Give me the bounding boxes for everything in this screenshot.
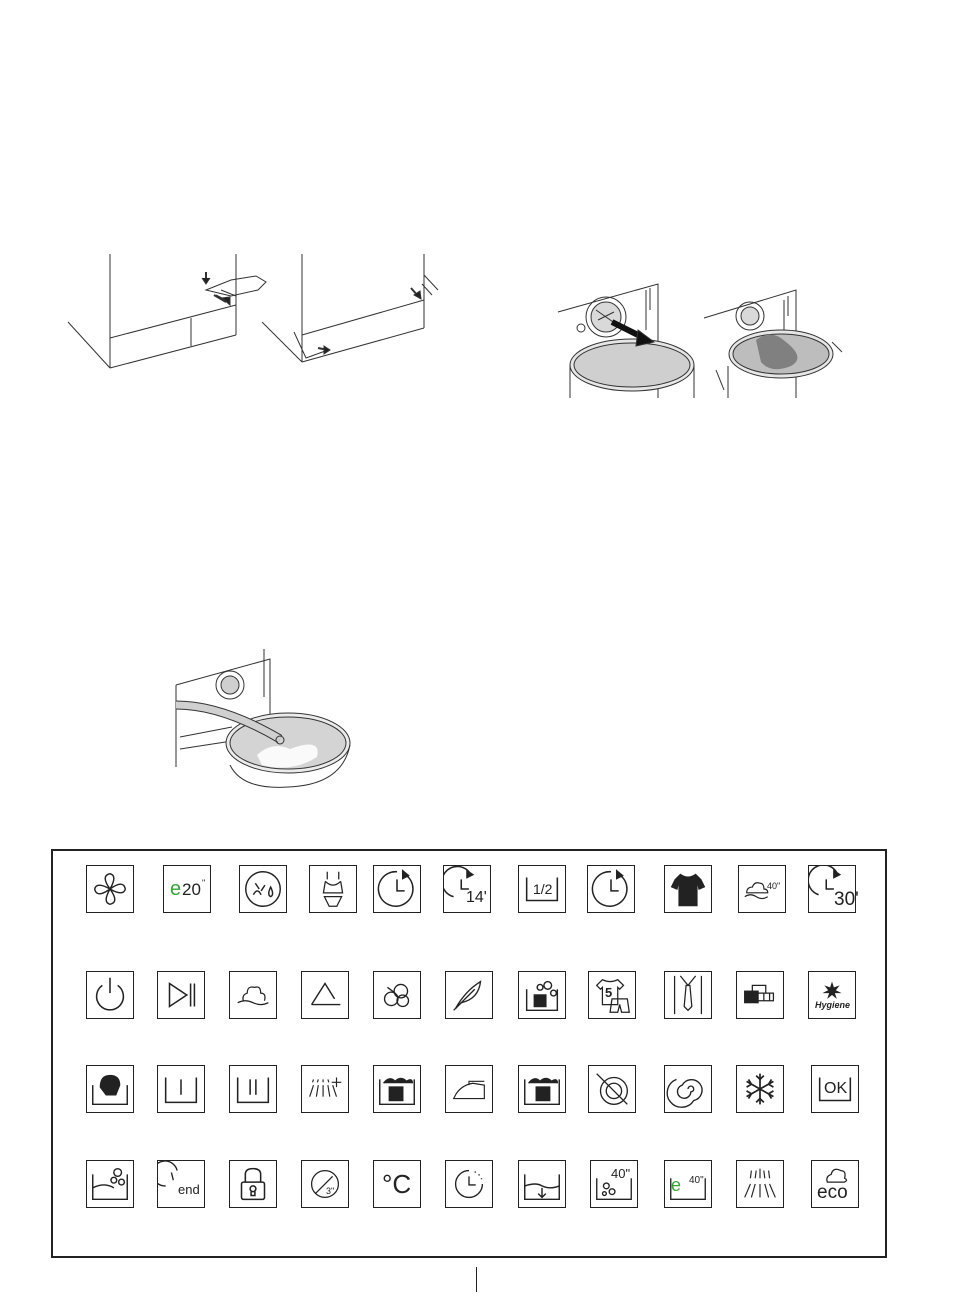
mix-40-icon: 40" (590, 1160, 638, 1208)
tshirt-icon (664, 865, 712, 913)
clock-icon (587, 865, 635, 913)
rinse-3-icon: 3" (301, 1160, 349, 1208)
curtain-icon (736, 971, 784, 1019)
play-pause-icon (157, 971, 205, 1019)
darks-wash-icon (518, 1065, 566, 1113)
eco-cloud-icon: eco (811, 1160, 859, 1208)
spin-icon (664, 1065, 712, 1113)
eco-20-icon: e 20 " (163, 865, 211, 913)
ok-icon: OK (811, 1065, 859, 1113)
delay-timer-icon (445, 1160, 493, 1208)
temperature-icon: °C (373, 1160, 421, 1208)
page-footer-divider (476, 1267, 477, 1292)
lock-icon (229, 1160, 277, 1208)
lingerie-icon (309, 865, 357, 913)
extra-rinse-icon (301, 1065, 349, 1113)
cloud-40-icon: 40" (738, 865, 786, 913)
drain-hose-illustration (172, 645, 362, 795)
steam-icon (229, 971, 277, 1019)
timer-icon (373, 865, 421, 913)
symbol-legend-panel: e 20 " 14' 1/2 (51, 849, 887, 1258)
no-spin-icon (588, 1065, 636, 1113)
prewash-1-icon (157, 1065, 205, 1113)
prewash-2-icon (229, 1065, 277, 1113)
hygiene-icon: Hygiene (808, 971, 856, 1019)
mixed-wash-icon (373, 1065, 421, 1113)
filter-cover-illustration (66, 250, 446, 375)
iron-icon (445, 1065, 493, 1113)
fan-icon (86, 865, 134, 913)
rinse-spray-icon (736, 1160, 784, 1208)
shirt-tie-icon (664, 971, 712, 1019)
snowflake-icon (736, 1065, 784, 1113)
eco-40-icon: e 40" (664, 1160, 712, 1208)
pump-filter-illustration (556, 270, 846, 400)
timer-30-icon: 30' (808, 865, 856, 913)
power-icon (86, 971, 134, 1019)
timer-14-icon: 14' (443, 865, 491, 913)
cotton-icon (373, 971, 421, 1019)
soak-icon (86, 1160, 134, 1208)
shower-icon (301, 971, 349, 1019)
sports-wear-icon: 5 (588, 971, 636, 1019)
drain-icon (518, 1160, 566, 1208)
spin-drops-icon (239, 865, 287, 913)
feather-icon (445, 971, 493, 1019)
hand-wash-icon (86, 1065, 134, 1113)
intensive-wash-icon (518, 971, 566, 1019)
end-time-icon: end (157, 1160, 205, 1208)
half-load-icon: 1/2 (518, 865, 566, 913)
